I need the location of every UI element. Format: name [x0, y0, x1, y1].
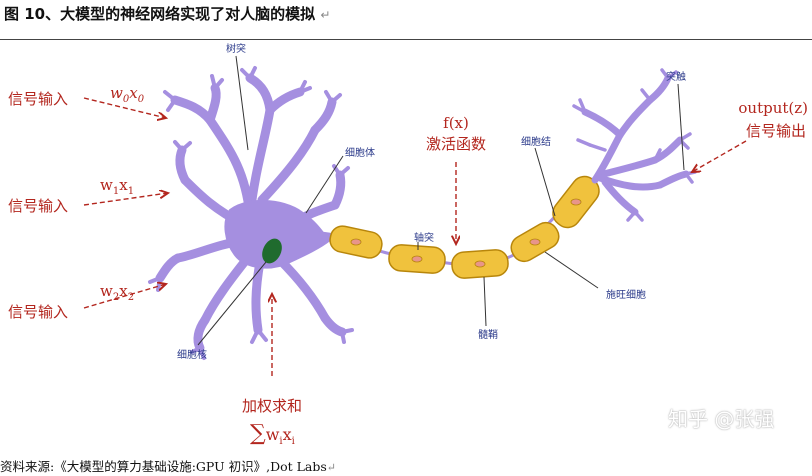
input-1-label: 信号输入	[8, 197, 68, 215]
axon-label: 轴突	[414, 231, 434, 244]
synapse-label: 突触	[666, 70, 686, 83]
sum-label: 加权求和	[242, 397, 302, 415]
pointer-lines	[197, 55, 685, 346]
watermark: 知乎 @张强	[668, 407, 775, 431]
myelin-segment-1	[329, 225, 383, 259]
neuron-cell	[148, 66, 354, 360]
soma-label: 细胞体	[345, 146, 375, 159]
myelin-label: 髓鞘	[478, 328, 498, 341]
myelin-segment-3	[451, 249, 509, 279]
input-1-formula: w1x1	[100, 176, 134, 197]
activation-func: f(x)	[443, 114, 469, 132]
nucleus-label: 细胞核	[177, 348, 207, 361]
input-arrows	[83, 97, 747, 376]
schwann-label: 施旺细胞	[606, 288, 646, 301]
output-func: output(z)	[738, 99, 808, 117]
dendrite-label: 树突	[226, 42, 246, 55]
input-2-formula: w2x2	[100, 282, 134, 303]
myelin-segment-4	[510, 221, 560, 263]
nucleus-shape	[262, 238, 282, 264]
activation-label: 激活函数	[426, 135, 486, 153]
input-2-label: 信号输入	[8, 303, 68, 321]
sum-formula: ∑wixi	[250, 421, 295, 447]
myelin-segment-2	[388, 244, 446, 274]
input-0-formula: w0x0	[110, 84, 145, 105]
title-rule	[0, 39, 812, 40]
figure-title: 图 10、大模型的神经网络实现了对人脑的模拟 ↵	[4, 5, 331, 23]
input-0-label: 信号输入	[8, 90, 68, 108]
figure-source: 资料来源:《大模型的算力基础设施:GPU 初识》,Dot Labs↵	[0, 459, 337, 474]
myelin-sheath	[329, 175, 600, 279]
output-label: 信号输出	[746, 122, 806, 140]
node-label: 细胞结	[521, 135, 551, 148]
